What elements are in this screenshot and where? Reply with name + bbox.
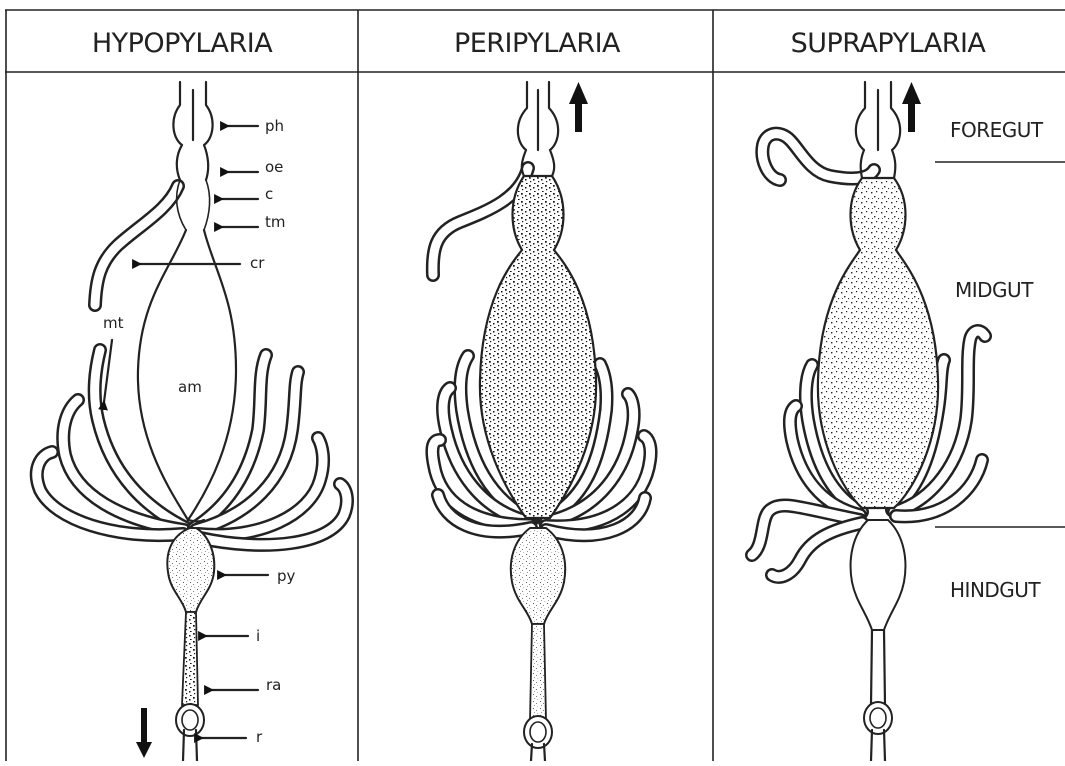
label-r: r xyxy=(256,728,263,746)
column-header-suprapylaria: SUPRAPYLARIA xyxy=(791,28,987,59)
label-tm: tm xyxy=(265,213,286,231)
peripylaria-gut-drawing xyxy=(432,82,650,761)
region-hindgut: HINDGUT xyxy=(950,578,1041,602)
intestine xyxy=(871,630,885,705)
label-ph: ph xyxy=(265,117,284,135)
midgut-am xyxy=(138,230,236,520)
column-header-peripylaria: PERIPYLARIA xyxy=(454,28,621,59)
intestine xyxy=(530,624,546,720)
pylorus xyxy=(167,528,214,612)
gut-region-labels: FOREGUT MIDGUT HINDGUT xyxy=(935,118,1065,602)
column-header-hypopylaria: HYPOPYLARIA xyxy=(92,28,273,59)
pylorus xyxy=(511,528,565,624)
hypopylaria-gut-drawing xyxy=(37,82,347,761)
pylorus xyxy=(851,520,906,630)
midgut xyxy=(818,178,938,508)
region-midgut: MIDGUT xyxy=(955,278,1034,302)
flow-arrow-down xyxy=(136,708,152,758)
label-mt: mt xyxy=(103,314,124,332)
label-i: i xyxy=(256,627,260,645)
label-cr: cr xyxy=(250,254,265,272)
hypopylaria-labels: ph oe c tm cr mt am py i ra r xyxy=(103,117,296,758)
label-oe: oe xyxy=(265,158,283,176)
label-c: c xyxy=(265,185,273,203)
label-py: py xyxy=(277,567,296,585)
region-foregut: FOREGUT xyxy=(950,118,1044,142)
pharynx xyxy=(173,82,182,180)
pharynx xyxy=(856,82,865,178)
label-ra: ra xyxy=(266,676,281,694)
intestine xyxy=(182,612,198,705)
label-am: am xyxy=(178,378,202,396)
midgut xyxy=(480,176,596,518)
flow-arrow-up xyxy=(902,82,921,132)
flow-arrow-up xyxy=(569,82,588,132)
suprapylaria-gut-drawing xyxy=(752,82,985,761)
